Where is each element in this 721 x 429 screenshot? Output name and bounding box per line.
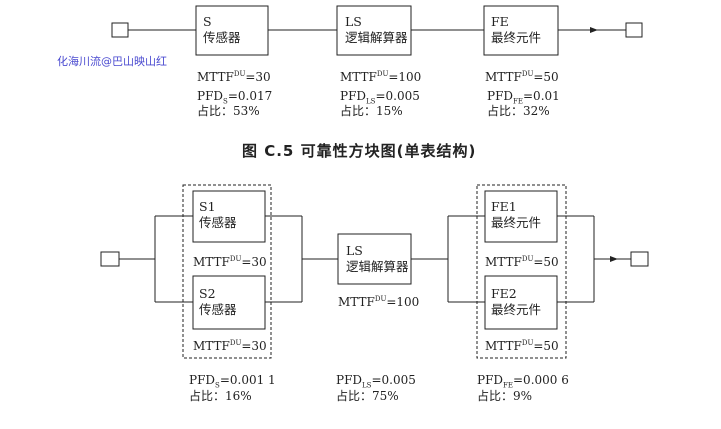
mttf-value: =30 <box>241 255 267 269</box>
pfd-fe-bottom: PFDFE=0.000 6 <box>477 373 569 392</box>
pfd-sub: FE <box>513 97 523 106</box>
block-code: FE2 <box>491 286 517 301</box>
mttf-label: MTTF <box>485 70 522 84</box>
mttf-sup: DU <box>233 70 246 78</box>
mttf-s1: MTTFDU=30 <box>193 252 267 269</box>
pfd-value: =0.000 6 <box>513 373 569 387</box>
mttf-sup: DU <box>521 339 534 347</box>
pfd-sub: S <box>223 97 228 106</box>
mttf-fe: MTTFDU=50 <box>485 67 559 84</box>
input-terminal <box>111 22 129 38</box>
pfd-s-bottom: PFDS=0.001 1 <box>189 373 276 392</box>
sensor-redundancy-group <box>182 184 272 359</box>
pfd-value: =0.017 <box>227 89 273 103</box>
pfd-sub: LS <box>362 381 372 390</box>
mttf-value: =100 <box>388 70 422 84</box>
pfd-label: PFD <box>477 373 504 387</box>
mttf-label: MTTF <box>197 70 234 84</box>
watermark: 化海川流@巴山映山红 <box>57 55 167 68</box>
pfd-value: =0.005 <box>375 89 420 103</box>
block-name: 传感器 <box>199 215 237 230</box>
block-name: 逻辑解算器 <box>346 259 409 274</box>
block-code: S2 <box>199 286 216 301</box>
pfd-label: PFD <box>189 373 216 387</box>
mttf-value: =30 <box>245 70 271 84</box>
pfd-value: =0.001 1 <box>219 373 276 387</box>
mttf-fe1: MTTFDU=50 <box>485 252 559 269</box>
mttf-label: MTTF <box>485 255 522 269</box>
pfd-value: =0.01 <box>523 89 560 103</box>
mttf-label: MTTF <box>340 70 377 84</box>
pfd-fe: PFDFE=0.01 <box>487 89 560 108</box>
block-code: FE1 <box>491 199 517 214</box>
input-terminal-bottom <box>100 251 120 267</box>
mttf-sup: DU <box>376 70 389 78</box>
mttf-sup: DU <box>521 70 534 78</box>
pfd-s: PFDS=0.017 <box>197 89 272 108</box>
share-ls-bottom: 占比：75% <box>336 389 399 403</box>
mttf-sup: DU <box>229 339 242 347</box>
block-name: 最终元件 <box>491 302 542 317</box>
mttf-label: MTTF <box>193 255 230 269</box>
mttf-sup: DU <box>229 255 242 263</box>
figure-caption: 图 C.5 可靠性方块图(单表结构) <box>242 142 477 160</box>
pfd-label: PFD <box>487 89 514 103</box>
block-name: 传感器 <box>203 30 241 45</box>
mttf-fe2: MTTFDU=50 <box>485 336 559 353</box>
mttf-value: =100 <box>386 295 420 309</box>
pfd-ls-bottom: PFDLS=0.005 <box>336 373 416 392</box>
pfd-label: PFD <box>197 89 224 103</box>
mttf-value: =50 <box>533 255 559 269</box>
pfd-value: =0.005 <box>371 373 416 387</box>
block-name: 最终元件 <box>491 30 542 45</box>
mttf-label: MTTF <box>485 339 522 353</box>
bottom-arrows <box>130 215 614 303</box>
share-ls: 占比：15% <box>340 104 403 118</box>
mttf-label: MTTF <box>193 339 230 353</box>
pfd-sub: S <box>215 381 220 390</box>
mttf-ls2: MTTFDU=100 <box>338 292 419 309</box>
block-code: S1 <box>199 199 216 214</box>
block-name: 逻辑解算器 <box>345 30 408 45</box>
mttf-value: =50 <box>533 70 559 84</box>
pfd-sub: LS <box>366 97 376 106</box>
block-name: 传感器 <box>199 302 237 317</box>
block-code: LS <box>346 243 363 258</box>
final-element-redundancy-group <box>476 184 567 359</box>
share-fe: 占比：32% <box>487 104 550 118</box>
pfd-ls: PFDLS=0.005 <box>340 89 420 108</box>
pfd-sub: FE <box>503 381 513 390</box>
share-fe-bottom: 占比：9% <box>477 389 533 403</box>
mttf-ls: MTTFDU=100 <box>340 67 421 84</box>
mttf-value: =30 <box>241 339 267 353</box>
pfd-label: PFD <box>340 89 367 103</box>
share-s-bottom: 占比：16% <box>189 389 252 403</box>
block-code: LS <box>345 14 362 29</box>
mttf-s2: MTTFDU=30 <box>193 336 267 353</box>
mttf-label: MTTF <box>338 295 375 309</box>
block-code: FE <box>491 14 509 29</box>
block-code: S <box>203 14 212 29</box>
output-terminal-bottom <box>630 251 649 267</box>
output-terminal <box>625 22 643 38</box>
share-s: 占比：53% <box>197 104 260 118</box>
mttf-sup: DU <box>521 255 534 263</box>
mttf-sup: DU <box>374 295 387 303</box>
block-name: 最终元件 <box>491 215 542 230</box>
pfd-label: PFD <box>336 373 363 387</box>
mttf-s: MTTFDU=30 <box>197 67 271 84</box>
mttf-value: =50 <box>533 339 559 353</box>
